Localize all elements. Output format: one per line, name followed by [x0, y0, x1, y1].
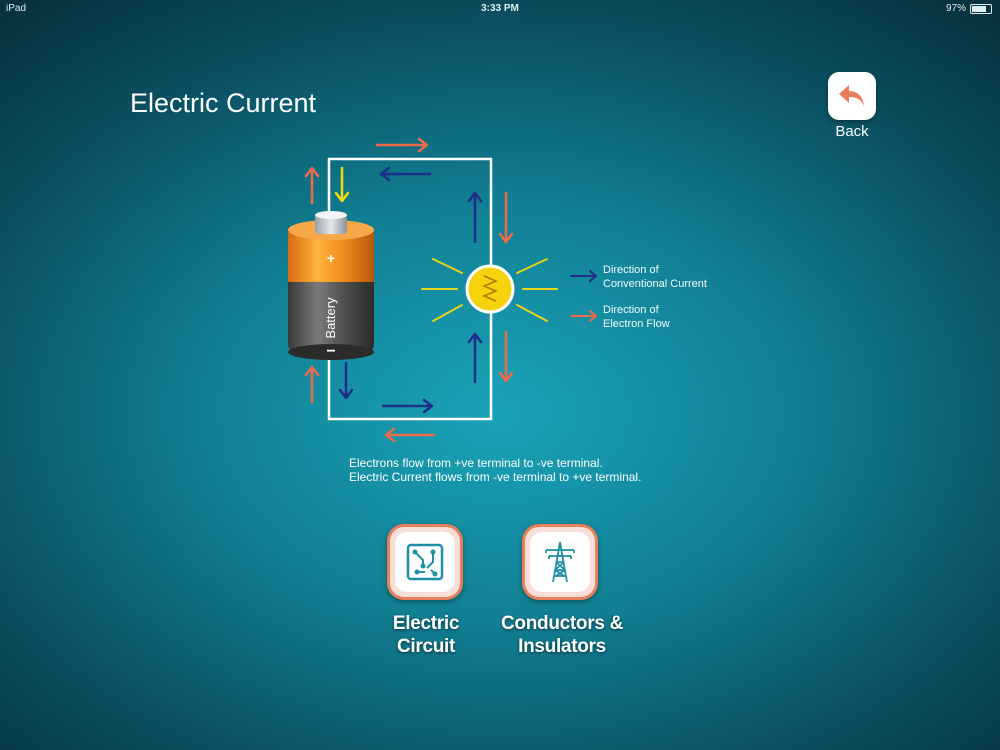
electric-circuit-label[interactable]: Electric Circuit [341, 612, 511, 658]
caption-line-1: Electrons flow from +ve terminal to -ve … [349, 456, 603, 470]
legend-electron-line1: Direction of [603, 304, 660, 316]
back-button[interactable]: Back [826, 72, 878, 150]
battery-cap [315, 214, 347, 234]
caption: Electrons flow from +ve terminal to -ve … [349, 456, 641, 484]
conductors-insulators-inner [530, 532, 590, 592]
electron-arrow [304, 137, 514, 443]
conductors-insulators-tile[interactable] [522, 524, 598, 600]
legend-conventional-line1: Direction of [603, 264, 660, 276]
circuit-board-icon [406, 543, 444, 581]
battery: + − Battery [288, 211, 374, 360]
battery-icon [970, 3, 992, 14]
legend-conventional-line2: Conventional Current [603, 278, 707, 290]
electric-circuit-button[interactable] [387, 524, 463, 600]
page-title: Electric Current [130, 88, 317, 118]
battery-label: Battery [323, 297, 338, 339]
conductors-insulators-label-line2: Insulators [518, 636, 606, 657]
device-name: iPad [6, 3, 27, 14]
bulb-rays [421, 258, 558, 322]
electric-circuit-inner [395, 532, 455, 592]
power-tower-icon [545, 541, 575, 583]
battery-plus: + [327, 250, 335, 266]
legend-electron-arrow [570, 310, 597, 322]
bulb-filament [482, 275, 498, 302]
legend-conventional-arrow [570, 270, 597, 282]
battery-minus: − [326, 343, 335, 360]
arrows [304, 137, 597, 443]
back-label: Back [835, 123, 869, 140]
conductors-insulators-button[interactable] [522, 524, 598, 600]
legend-electron-line2: Electron Flow [603, 318, 670, 330]
conductors-insulators-label-line1: Conductors & [500, 613, 623, 634]
back-arrow-icon [839, 85, 864, 106]
conventional-arrow [338, 166, 483, 414]
electric-circuit-label-line1: Electric [392, 613, 460, 634]
bulb [421, 258, 558, 322]
status-bar: iPad 3:33 PM 97% [0, 0, 1000, 18]
electric-circuit-label-line2: Circuit [396, 636, 456, 657]
status-battery: 97% [946, 3, 992, 14]
battery-cap-top [315, 211, 347, 219]
caption-line-2: Electric Current flows from -ve terminal… [349, 470, 642, 484]
battery-bottom [288, 344, 374, 360]
status-time: 3:33 PM [481, 3, 519, 14]
conductors-insulators-label[interactable]: Conductors & Insulators [477, 612, 647, 658]
back-tile[interactable] [828, 72, 876, 120]
yellow-arrow [334, 166, 350, 203]
battery-percent: 97% [945, 3, 966, 14]
electric-circuit-tile[interactable] [387, 524, 463, 600]
